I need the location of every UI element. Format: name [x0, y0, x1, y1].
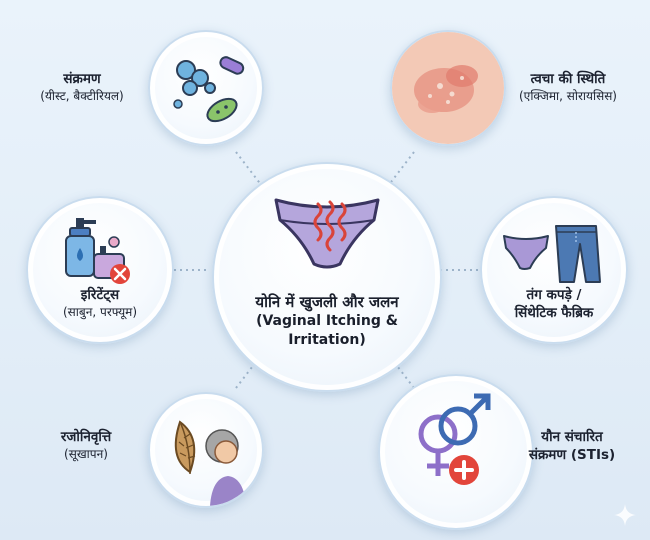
gender-medical-icon	[418, 393, 491, 485]
clothing-label: तंग कपड़े / सिंथेटिक फैब्रिक	[482, 286, 626, 322]
center-circle: योनि में खुजली और जलन (Vaginal Itching &…	[212, 162, 442, 392]
skin-condition-title: त्वचा की स्थिति	[530, 71, 606, 87]
skin-condition-subtitle: (एक्जिमा, सोरायसिस)	[519, 89, 617, 104]
underwear-jeans-icon	[503, 225, 601, 283]
center-title-english: (Vaginal Itching & Irritation)	[256, 313, 398, 348]
irritants-circle: इरिटेंट्स (साबुन, परफ्यूम)	[26, 196, 174, 344]
sti-subtitle: संक्रमण (STIs)	[528, 447, 616, 464]
menopause-circle	[148, 392, 264, 508]
sparkle-icon	[614, 504, 636, 526]
menopause-title: रजोनिवृत्ति	[60, 429, 112, 445]
dry-leaf-woman-icon	[174, 420, 246, 506]
menopause-label: रजोनिवृत्ति (सूखापन)	[26, 428, 146, 462]
underwear-itch-icon	[274, 198, 380, 269]
skin-condition-circle	[390, 30, 506, 146]
clothing-circle: तंग कपड़े / सिंथेटिक फैब्रिक	[480, 196, 628, 344]
infection-title: संक्रमण	[63, 71, 101, 87]
clothing-subtitle: सिंथेटिक फैब्रिक	[514, 305, 594, 322]
soap-perfume-icon	[65, 218, 130, 284]
center-title-hindi: योनि में खुजली और जलन	[255, 293, 399, 311]
infection-circle	[148, 30, 264, 146]
center-label: योनि में खुजली और जलन (Vaginal Itching &…	[214, 292, 440, 350]
irritants-subtitle: (साबुन, परफ्यूम)	[62, 305, 138, 320]
sti-text: यौन संचारित संक्रमण (STIs)	[506, 428, 638, 464]
sti-circle	[378, 374, 534, 530]
infection-subtitle: (यीस्ट, बैक्टीरियल)	[40, 89, 124, 104]
clothing-title: तंग कपड़े /	[526, 287, 582, 303]
skin-condition-label: त्वचा की स्थिति (एक्जिमा, सोरायसिस)	[500, 70, 636, 104]
menopause-subtitle: (सूखापन)	[64, 447, 108, 462]
infection-label: संक्रमण (यीस्ट, बैक्टीरियल)	[18, 70, 146, 104]
irritants-title: इरिटेंट्स	[80, 287, 120, 303]
irritants-label: इरिटेंट्स (साबुन, परफ्यूम)	[28, 286, 172, 320]
microbes-icon	[173, 56, 245, 123]
sti-title: यौन संचारित	[541, 429, 603, 445]
skin-rash-icon	[392, 32, 504, 144]
